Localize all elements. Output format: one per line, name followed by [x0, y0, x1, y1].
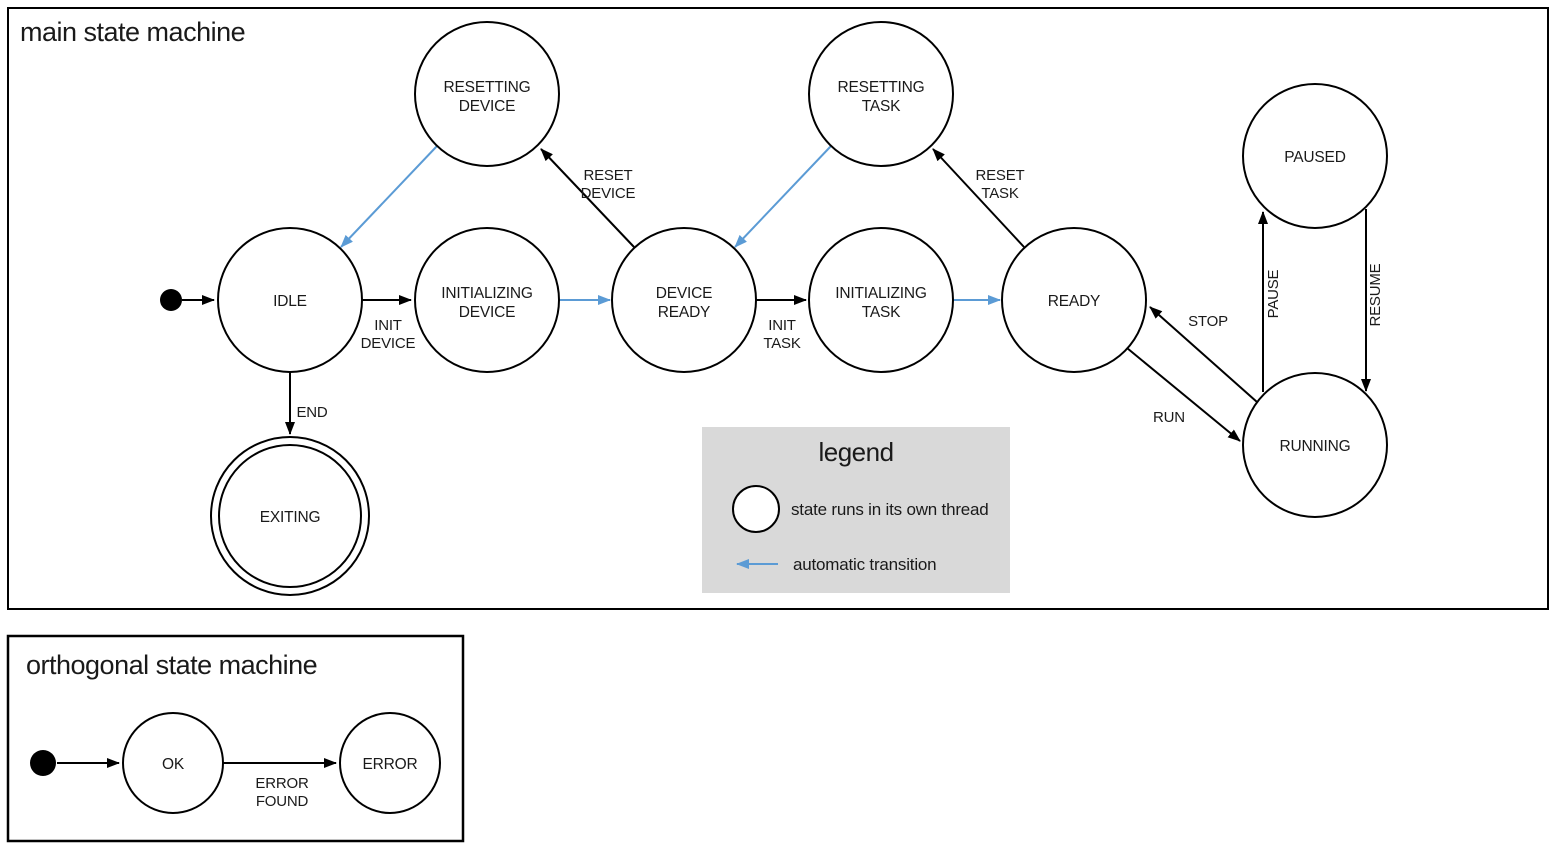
state-initializing-task — [808, 227, 954, 373]
legend-title: legend — [818, 437, 893, 467]
transition-init-device-label-line1: INIT — [374, 317, 402, 334]
orthogonal-initial-state-dot — [30, 750, 56, 776]
state-error-label: ERROR — [363, 756, 418, 773]
transition-pause-label: PAUSE — [1265, 269, 1282, 318]
state-ok-label: OK — [162, 756, 185, 773]
state-error — [339, 712, 441, 814]
state-initializing-device — [414, 227, 560, 373]
state-device-ready-label-line1: DEVICE — [656, 285, 713, 302]
state-ready-label: READY — [1048, 293, 1100, 310]
transition-run-label: RUN — [1153, 409, 1185, 426]
initial-state-dot — [160, 289, 182, 311]
transition-error-found-label-line1: ERROR — [255, 775, 309, 792]
transition-reset-device-label-line2: DEVICE — [581, 185, 636, 202]
auto-transition-resetting-task-to-device-ready-arrow — [734, 145, 832, 248]
main-state-machine-title: main state machine — [20, 17, 245, 47]
state-resetting-device-label-line1: RESETTING — [444, 79, 531, 96]
transition-error-found-label-line2: FOUND — [256, 793, 309, 810]
transition-stop-label: STOP — [1188, 313, 1228, 330]
legend-auto-transition-label: automatic transition — [793, 555, 936, 574]
state-initializing-device-label-line1: INITIALIZING — [441, 285, 532, 302]
state-resetting-device-label-line2: DEVICE — [459, 98, 516, 115]
state-idle-label: IDLE — [273, 293, 307, 310]
transition-init-device-label-line2: DEVICE — [361, 335, 416, 352]
state-idle — [217, 227, 363, 373]
transition-stop-arrow — [1149, 306, 1258, 403]
state-running — [1242, 372, 1388, 518]
state-resetting-task-label-line2: TASK — [862, 98, 901, 115]
transition-end-label: END — [296, 404, 327, 421]
transition-reset-task-arrow — [932, 148, 1025, 248]
transition-resume-label: RESUME — [1367, 263, 1384, 326]
state-initializing-task-label-line2: TASK — [862, 304, 901, 321]
transition-reset-device-arrow — [540, 148, 635, 248]
orthogonal-state-machine: orthogonal state machine ERROR FOUND OK … — [6, 634, 465, 843]
state-exiting — [218, 444, 362, 588]
transition-reset-device-label-line1: RESET — [583, 167, 632, 184]
legend-threaded-state-label: state runs in its own thread — [791, 500, 989, 519]
state-running-label: RUNNING — [1280, 438, 1351, 455]
state-device-ready-label-line2: READY — [658, 304, 710, 321]
transition-reset-task-label-line1: RESET — [975, 167, 1024, 184]
auto-transition-resetting-device-to-idle-arrow — [340, 145, 438, 248]
state-initializing-device-label-line2: DEVICE — [459, 304, 516, 321]
state-resetting-task — [808, 21, 954, 167]
state-ready — [1001, 227, 1147, 373]
transition-init-task-label-line1: INIT — [768, 317, 796, 334]
state-paused — [1242, 83, 1388, 229]
state-exiting-label: EXITING — [260, 509, 321, 526]
state-resetting-device — [414, 21, 560, 167]
transition-init-task-label-line2: TASK — [763, 335, 800, 352]
state-resetting-task-label-line1: RESETTING — [838, 79, 925, 96]
transition-run-arrow — [1126, 347, 1241, 442]
legend-threaded-state-swatch — [732, 485, 780, 533]
state-ok — [122, 712, 224, 814]
orthogonal-state-machine-title: orthogonal state machine — [26, 650, 317, 680]
transition-reset-task-label-line2: TASK — [981, 185, 1018, 202]
state-initializing-task-label-line1: INITIALIZING — [835, 285, 926, 302]
legend: legend state runs in its own thread auto… — [702, 427, 1010, 593]
state-device-ready — [611, 227, 757, 373]
state-paused-label: PAUSED — [1284, 149, 1345, 166]
